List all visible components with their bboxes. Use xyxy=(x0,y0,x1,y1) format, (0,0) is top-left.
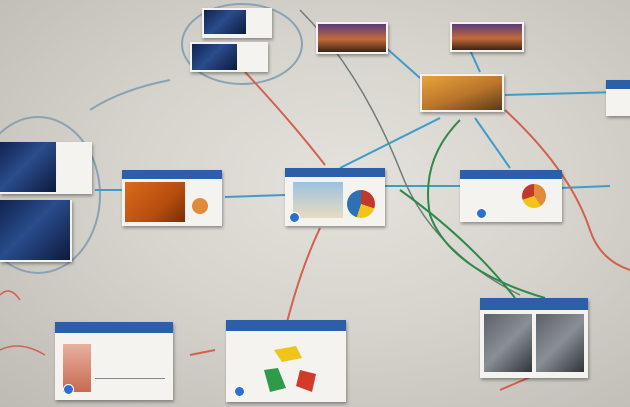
card-logo-dot xyxy=(476,208,487,219)
card-left-stack-top xyxy=(0,142,92,194)
card-photo xyxy=(125,182,185,222)
arrow-green-2 xyxy=(399,189,516,299)
pie-thumb xyxy=(347,190,375,218)
arrow-blue-4 xyxy=(559,185,611,189)
arrow-blue-5 xyxy=(339,117,441,169)
card-title-bar xyxy=(606,80,630,89)
card-top-left-top xyxy=(202,8,272,38)
card-bottom-right xyxy=(480,298,588,378)
loop-top xyxy=(181,3,303,85)
card-logo-dot xyxy=(63,384,74,395)
pie-thumb xyxy=(522,184,546,208)
card-photo xyxy=(484,314,532,372)
card-photo xyxy=(452,24,522,50)
card-bottom-center xyxy=(226,320,346,402)
card-left-stack-bottom xyxy=(0,200,72,262)
arrow-red-4 xyxy=(504,109,630,271)
card-top-left-bottom xyxy=(190,42,268,72)
card-photo xyxy=(422,76,502,110)
recycle-icon xyxy=(264,346,316,392)
arrow-blue-7 xyxy=(504,91,621,96)
card-right-desert xyxy=(420,74,504,112)
card-photo xyxy=(0,142,56,192)
chart-thumb xyxy=(192,198,208,214)
loop-left xyxy=(0,116,101,274)
card-title-bar xyxy=(460,170,562,179)
card-photo xyxy=(318,24,386,52)
arrow-blue-2 xyxy=(224,194,286,198)
card-photo xyxy=(192,44,237,70)
arrow-gray-1 xyxy=(89,79,171,111)
card-title-bar xyxy=(285,168,385,177)
arrow-blue-9 xyxy=(469,49,481,73)
line-chart-thumb xyxy=(95,348,165,379)
card-middle-center xyxy=(285,168,385,226)
card-logo-dot xyxy=(234,386,245,397)
arrow-red-3 xyxy=(189,349,216,356)
arrow-blue-6 xyxy=(474,117,511,169)
card-edge-right xyxy=(606,80,630,116)
card-title-bar xyxy=(55,322,173,333)
pumpjack-photo xyxy=(293,182,343,218)
card-title-bar xyxy=(122,170,222,179)
card-middle-right xyxy=(460,170,562,222)
arrow-green-1 xyxy=(427,119,546,299)
scribble-left xyxy=(0,290,46,356)
card-top-right xyxy=(450,22,524,52)
card-top-middle xyxy=(316,22,388,54)
card-photo xyxy=(0,200,70,260)
card-middle-left xyxy=(122,170,222,226)
card-title-bar xyxy=(480,298,588,310)
card-photo xyxy=(536,314,584,372)
arrow-red-2 xyxy=(284,227,321,331)
arrow-red-1 xyxy=(244,71,326,166)
card-title-bar xyxy=(226,320,346,331)
card-logo-dot xyxy=(289,212,300,223)
card-bottom-left xyxy=(55,322,173,400)
card-photo xyxy=(204,10,246,34)
